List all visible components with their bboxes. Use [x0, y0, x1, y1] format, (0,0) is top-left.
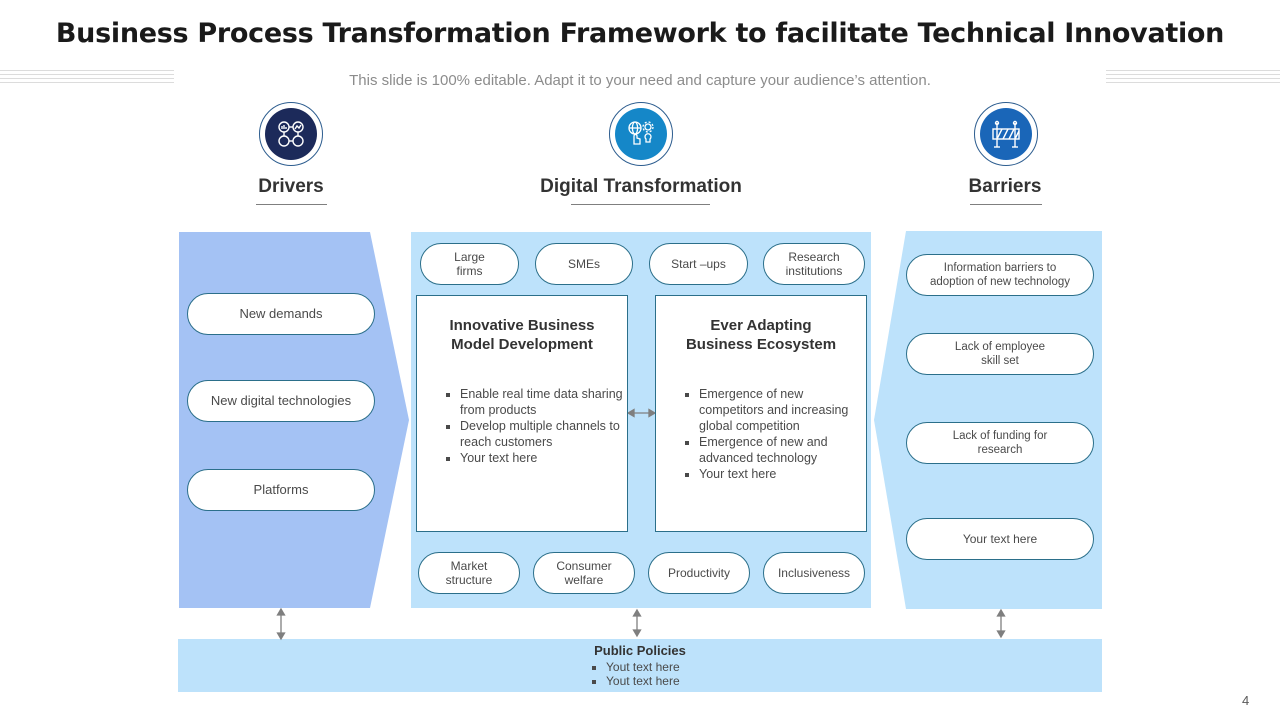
- digital-innovation-icon: [615, 108, 667, 160]
- barriers-underline: [970, 204, 1042, 205]
- barriers-heading: Barriers: [968, 176, 1042, 197]
- barrier-item: Lack of funding for research: [906, 422, 1094, 464]
- outcome-pill: Consumer welfare: [533, 552, 635, 594]
- policies-panel: [178, 639, 1102, 692]
- digital-heading: Digital Transformation: [540, 176, 742, 197]
- stakeholder-pill: Start –ups: [649, 243, 748, 285]
- innovative-business-title: Innovative Business Model Development: [449, 317, 595, 353]
- driver-item: Platforms: [187, 469, 375, 511]
- drivers-icon-circle: [259, 102, 323, 166]
- barrier-item: Your text here: [906, 518, 1094, 560]
- drivers-underline: [256, 204, 327, 205]
- policy-bullet: Yout text here: [606, 674, 680, 688]
- barrier-item: Information barriers to adoption of new …: [906, 254, 1094, 296]
- box-connector-arrow: [626, 408, 657, 418]
- page-number: 4: [1242, 693, 1250, 708]
- driver-item: New demands: [187, 293, 375, 335]
- barriers-panel: [874, 231, 1102, 609]
- stakeholder-pill: SMEs: [535, 243, 633, 285]
- slide-title: Business Process Transformation Framewor…: [55, 18, 1225, 49]
- stakeholder-pill: Research institutions: [763, 243, 865, 285]
- business-ecosystem-title: Ever Adapting Business Ecosystem: [685, 317, 837, 353]
- outcome-pill: Market structure: [418, 552, 520, 594]
- bullet-item: Develop multiple channels to reach custo…: [460, 418, 627, 450]
- bullet-item: Your text here: [460, 450, 627, 466]
- bullet-item: Emergence of new and advanced technology: [699, 434, 866, 466]
- bullet-item: Your text here: [699, 466, 866, 482]
- drivers-heading: Drivers: [258, 176, 324, 197]
- public-policies-bullets: Yout text here Yout text here: [590, 660, 680, 688]
- barriers-icon-circle: [974, 102, 1038, 166]
- bullet-item: Emergence of new competitors and increas…: [699, 386, 866, 434]
- slide-subtitle: This slide is 100% editable. Adapt it to…: [349, 72, 931, 89]
- barrier-item: Lack of employee skill set: [906, 333, 1094, 375]
- innovative-business-box: Innovative Business Model Development En…: [416, 295, 628, 532]
- digital-icon-circle: [609, 102, 673, 166]
- stakeholder-pill: Large firms: [420, 243, 519, 285]
- business-ecosystem-box: Ever Adapting Business Ecosystem Emergen…: [655, 295, 867, 532]
- driver-item: New digital technologies: [187, 380, 375, 422]
- digital-policy-arrow: [632, 608, 642, 638]
- outcome-pill: Inclusiveness: [763, 552, 865, 594]
- outcome-pill: Productivity: [648, 552, 750, 594]
- decorative-lines-right: [1106, 70, 1280, 90]
- network-analytics-icon: [265, 108, 317, 160]
- barriers-policy-arrow: [996, 608, 1006, 639]
- innovative-business-bullets: Enable real time data sharing from produ…: [441, 386, 627, 466]
- barrier-icon: [980, 108, 1032, 160]
- public-policies-title: Public Policies: [594, 643, 686, 658]
- business-ecosystem-bullets: Emergence of new competitors and increas…: [680, 386, 866, 482]
- drivers-policy-arrow: [276, 607, 286, 641]
- decorative-lines-left: [0, 70, 174, 90]
- digital-underline: [571, 204, 710, 205]
- bullet-item: Enable real time data sharing from produ…: [460, 386, 627, 418]
- policy-bullet: Yout text here: [606, 660, 680, 674]
